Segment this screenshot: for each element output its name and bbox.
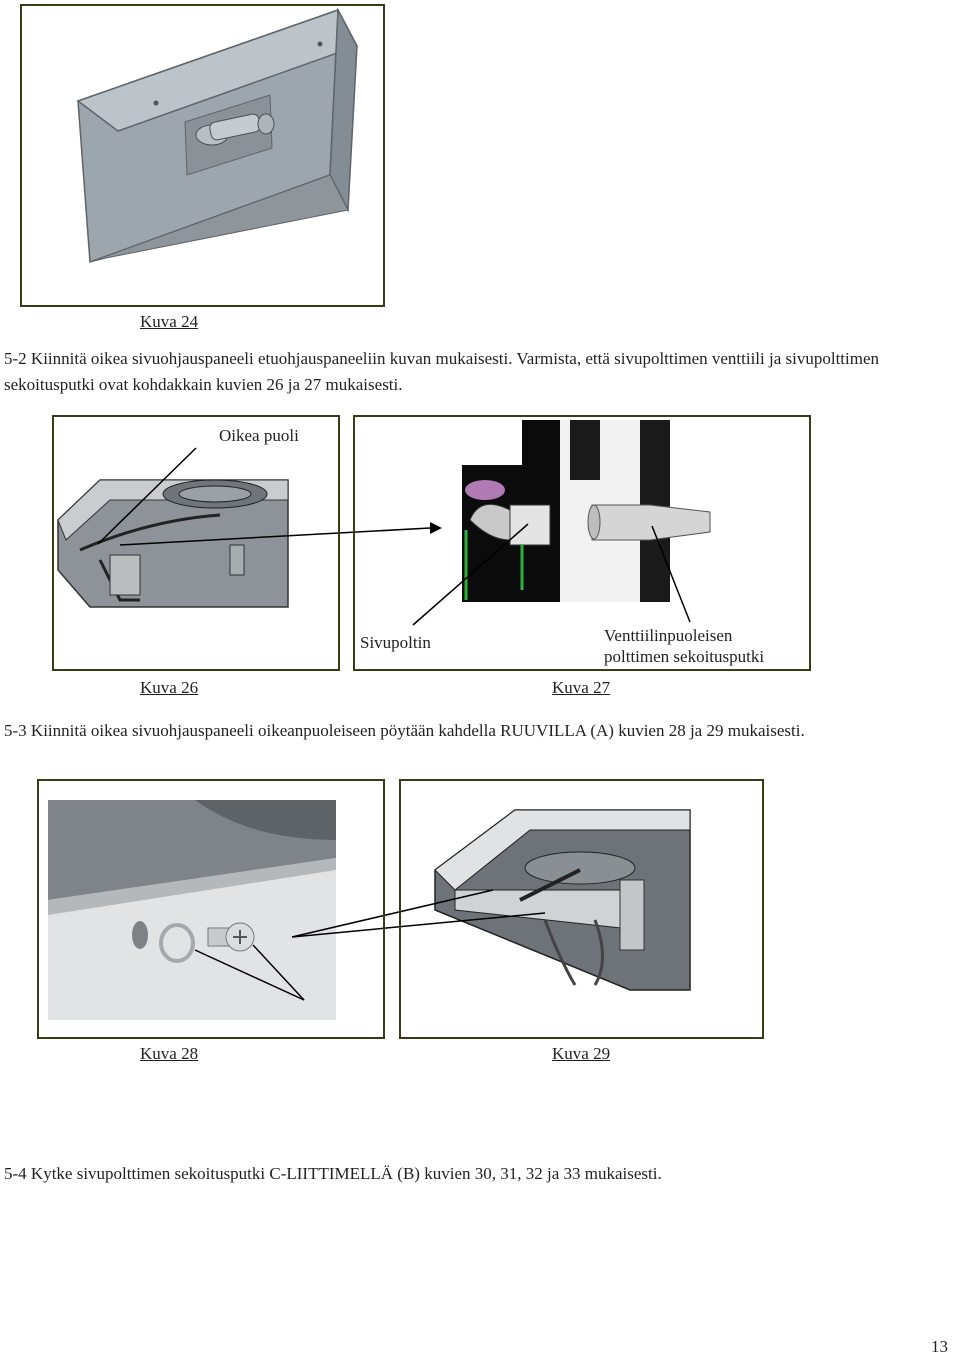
figure-24-caption: Kuva 24 (140, 312, 199, 331)
valve-nozzle (257, 113, 275, 135)
label-side-burner: Sivupoltin (360, 633, 431, 652)
figure-26-drawing (57, 447, 442, 608)
panel-hole (317, 41, 323, 47)
figure-29-drawing (291, 809, 691, 991)
step-5-2-text: 5-2 Kiinnitä oikea sivuohjauspaneeli etu… (4, 349, 880, 394)
label-right-side: Oikea puoli (219, 426, 299, 445)
figure-27-drawing (412, 420, 711, 626)
figure-29-frame (399, 779, 764, 1039)
figure-27-caption: Kuva 27 (552, 678, 611, 697)
figure-26-caption: Kuva 26 (140, 678, 199, 697)
panel-bottom (89, 174, 349, 263)
step-5-3-text: 5-3 Kiinnitä oikea sivuohjauspaneeli oik… (4, 721, 805, 740)
label-mixing-tube-line2: polttimen sekoitusputki (604, 647, 765, 666)
figure-26-frame (52, 415, 340, 671)
figure-28-drawing (48, 800, 336, 1020)
figure-24-drawing (76, 7, 359, 264)
panel-hole (153, 100, 159, 106)
step-5-4-text: 5-4 Kytke sivupolttimen sekoitusputki C-… (4, 1164, 662, 1183)
figure-28-frame (37, 779, 385, 1039)
label-mixing-tube-line1: Venttiilinpuoleisen (604, 626, 733, 645)
figure-28-caption: Kuva 28 (140, 1044, 199, 1063)
page-number: 13 (931, 1337, 948, 1356)
figure-27-frame (353, 415, 811, 671)
figure-29-caption: Kuva 29 (552, 1044, 611, 1063)
